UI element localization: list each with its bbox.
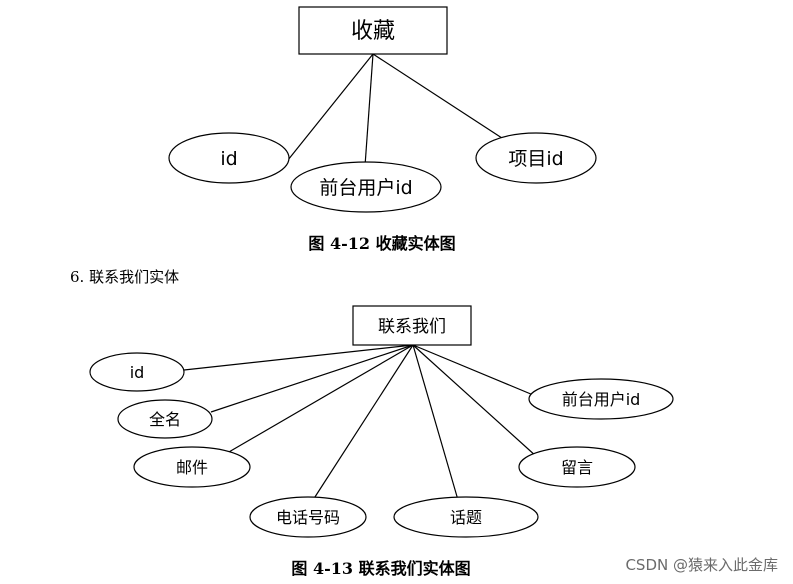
- attr-ellipse-fullname: [117, 399, 213, 439]
- attr-ellipse-contact-id: [89, 352, 185, 392]
- attr-label-message: 留言: [561, 458, 593, 477]
- attr-label-frontend-user-id: 前台用户id: [319, 177, 412, 199]
- section-heading: 6. 联系我们实体: [70, 268, 179, 286]
- connector-contact-message: [412, 344, 538, 458]
- connector-contact-phone: [312, 344, 414, 501]
- attr-label-project-id: 项目id: [508, 148, 563, 170]
- connector-favorites-id: [287, 53, 374, 161]
- attr-label-email: 邮件: [176, 458, 208, 477]
- attr-label-topic: 话题: [450, 508, 482, 527]
- attr-label-phone: 电话号码: [276, 508, 340, 527]
- connector-contact-frontend-user-id: [412, 344, 539, 398]
- attr-label-fullname: 全名: [149, 410, 181, 429]
- attr-ellipse-project-id: [475, 132, 597, 184]
- diagram-contact-us: 联系我们 id 全名 邮件 电话号码 话题 留言 前台用户id 图 4-13 联…: [89, 305, 674, 578]
- attr-ellipse-phone: [249, 496, 367, 538]
- attr-ellipse-frontend-user-id: [290, 161, 442, 213]
- connector-contact-email: [221, 344, 414, 457]
- attr-ellipse-contact-frontend-user-id: [528, 378, 674, 420]
- diagram-favorites: 收藏 id 前台用户id 项目id 图 4-12 收藏实体图: [168, 6, 597, 253]
- figure-caption-4-13: 图 4-13 联系我们实体图: [291, 559, 470, 578]
- entity-box-favorites: [298, 6, 448, 55]
- connector-contact-fullname: [210, 344, 414, 413]
- connector-favorites-frontend-user-id: [364, 53, 374, 167]
- entity-label-contact-us: 联系我们: [378, 317, 446, 337]
- connector-contact-id: [183, 344, 414, 371]
- attr-ellipse-topic: [393, 496, 539, 538]
- entity-label-favorites: 收藏: [351, 19, 395, 44]
- attr-label-contact-frontend-user-id: 前台用户id: [562, 390, 641, 409]
- attr-label-id: id: [220, 148, 237, 170]
- connector-contact-topic: [412, 344, 459, 501]
- attr-ellipse-email: [133, 446, 251, 488]
- watermark: CSDN @猿来入此金库: [625, 556, 778, 574]
- connector-favorites-project-id: [372, 53, 506, 141]
- attr-ellipse-id: [168, 132, 290, 184]
- attr-label-contact-id: id: [130, 363, 145, 382]
- figure-caption-4-12: 图 4-12 收藏实体图: [308, 234, 455, 253]
- entity-box-contact-us: [352, 305, 472, 346]
- attr-ellipse-message: [518, 446, 636, 488]
